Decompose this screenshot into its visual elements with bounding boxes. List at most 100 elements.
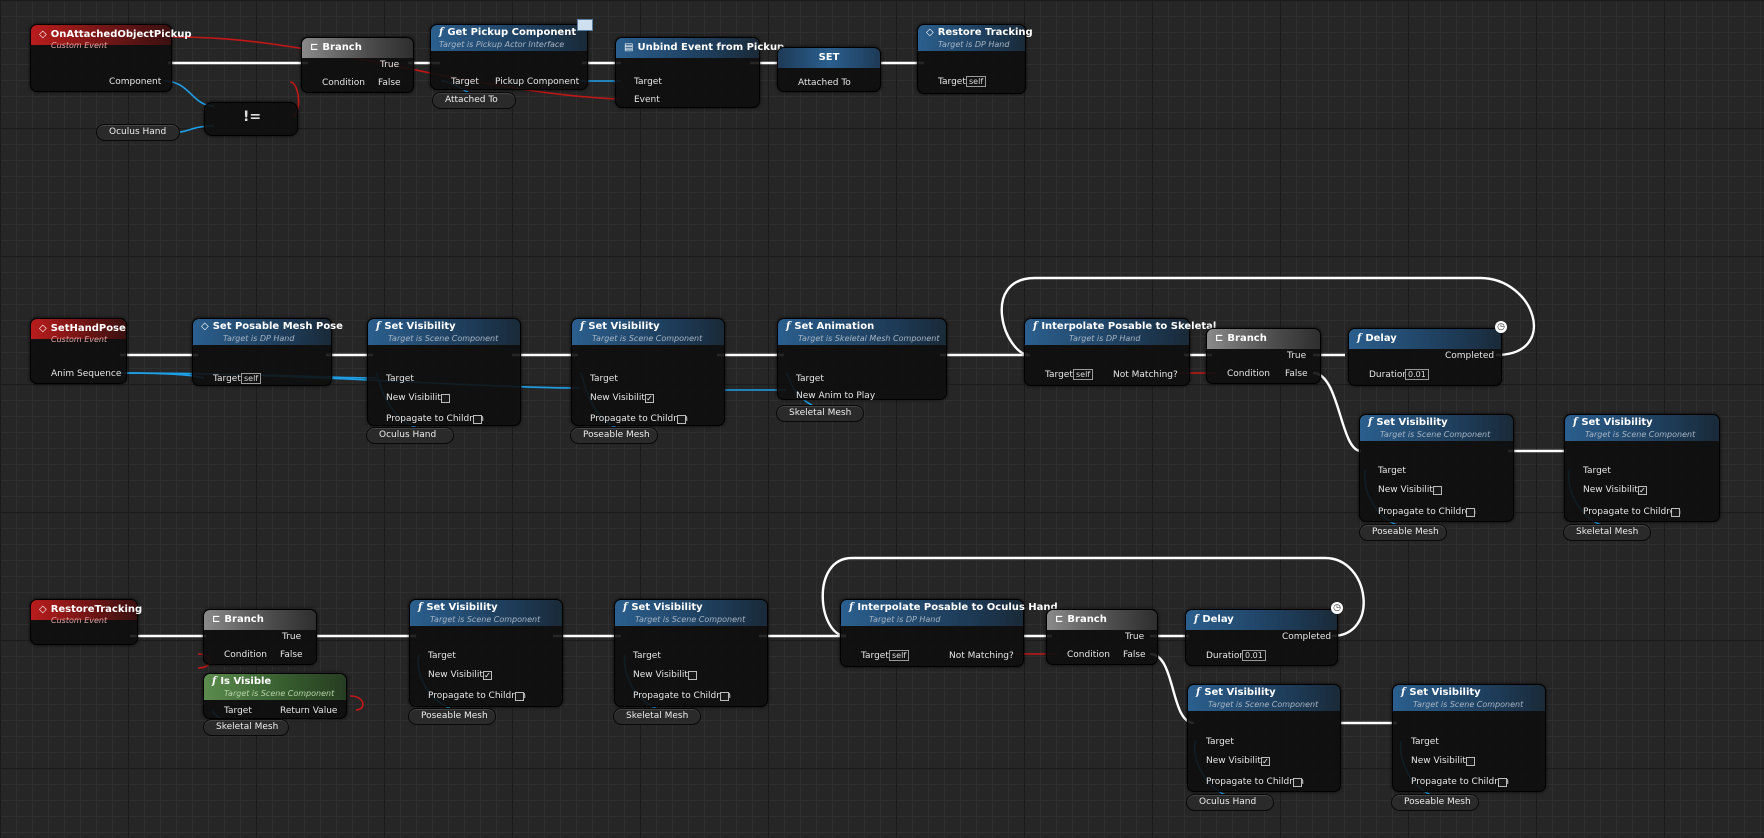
target-pin[interactable]: Target bbox=[451, 77, 479, 87]
duration-pin[interactable]: Duration bbox=[1206, 651, 1246, 661]
completed-pin[interactable]: Completed bbox=[1282, 632, 1332, 642]
new-visibility-pin[interactable]: New Visibility bbox=[428, 670, 489, 680]
set-posable-mesh-pose-node[interactable]: ◇Set Posable Mesh Pose Target is DP Hand… bbox=[192, 318, 343, 386]
propagate-checkbox[interactable] bbox=[1671, 508, 1680, 517]
false-pin[interactable]: False bbox=[280, 650, 303, 660]
target-pin[interactable]: Target bbox=[213, 374, 241, 384]
skeletal-mesh-getter[interactable]: Skeletal Mesh bbox=[776, 405, 864, 422]
component-pin-label[interactable]: Component bbox=[109, 77, 162, 87]
propagate-pin[interactable]: Propagate to Children bbox=[428, 691, 527, 701]
target-pin[interactable]: Target bbox=[386, 374, 414, 384]
attached-to-getter[interactable]: Attached To bbox=[432, 92, 516, 109]
condition-pin[interactable]: Condition bbox=[224, 650, 267, 660]
propagate-checkbox[interactable] bbox=[1466, 508, 1475, 517]
oculus-hand-getter[interactable]: Oculus Hand bbox=[1186, 794, 1274, 811]
set-attached-to-node[interactable]: SET Attached To bbox=[777, 47, 881, 92]
duration-value[interactable]: 0.01 bbox=[1405, 369, 1429, 380]
new-visibility-checkbox[interactable] bbox=[1433, 486, 1442, 495]
condition-pin[interactable]: Condition bbox=[322, 78, 365, 88]
target-pin[interactable]: Target bbox=[428, 651, 456, 661]
sethandpose-event-node[interactable]: ◇SetHandPose Custom Event Anim Sequence bbox=[30, 318, 127, 384]
skeletal-mesh-getter[interactable]: Skeletal Mesh bbox=[203, 719, 289, 736]
new-visibility-pin[interactable]: New Visibility bbox=[1206, 756, 1267, 766]
propagate-pin[interactable]: Propagate to Children bbox=[633, 691, 732, 701]
true-pin[interactable]: True bbox=[282, 632, 302, 642]
poseable-mesh-getter[interactable]: Poseable Mesh bbox=[1391, 794, 1479, 811]
anim-sequence-pin[interactable]: Anim Sequence bbox=[51, 369, 122, 379]
target-pin[interactable]: Target bbox=[1378, 466, 1406, 476]
new-visibility-checkbox[interactable] bbox=[441, 394, 450, 403]
target-pin[interactable]: Target bbox=[634, 77, 662, 87]
propagate-pin[interactable]: Propagate to Children bbox=[386, 414, 485, 424]
return-value-pin[interactable]: Return Value bbox=[280, 706, 338, 716]
false-pin[interactable]: False bbox=[378, 78, 401, 88]
restore-tracking-node[interactable]: ◇Restore Tracking Target is DP Hand Targ… bbox=[917, 24, 1033, 94]
self-tag[interactable]: self bbox=[966, 76, 987, 87]
propagate-pin[interactable]: Propagate to Children bbox=[1411, 777, 1510, 787]
true-pin[interactable]: True bbox=[380, 60, 400, 70]
target-pin[interactable]: Target bbox=[796, 374, 824, 384]
propagate-pin[interactable]: Propagate to Children bbox=[1206, 777, 1305, 787]
onattachedobjectpickup-event-node[interactable]: ◇OnAttachedObjectPickup Custom Event Com… bbox=[30, 24, 192, 92]
target-pin[interactable]: Target bbox=[633, 651, 661, 661]
duration-value[interactable]: 0.01 bbox=[1242, 650, 1266, 661]
new-visibility-pin[interactable]: New Visibility bbox=[1378, 485, 1439, 495]
new-visibility-pin[interactable]: New Visibility bbox=[1583, 485, 1644, 495]
self-tag[interactable]: self bbox=[1073, 369, 1094, 380]
new-visibility-pin[interactable]: New Visibility bbox=[1411, 756, 1472, 766]
poseable-mesh-getter[interactable]: Poseable Mesh bbox=[408, 708, 496, 725]
true-pin[interactable]: True bbox=[1287, 351, 1307, 361]
new-visibility-checkbox[interactable]: ✓ bbox=[1261, 757, 1270, 766]
completed-pin[interactable]: Completed bbox=[1445, 351, 1495, 361]
duration-pin[interactable]: Duration bbox=[1369, 370, 1409, 380]
new-visibility-checkbox[interactable] bbox=[688, 671, 697, 680]
new-visibility-checkbox[interactable] bbox=[1466, 757, 1475, 766]
propagate-checkbox[interactable] bbox=[473, 415, 482, 424]
false-pin[interactable]: False bbox=[1123, 650, 1146, 660]
unbind-event-node[interactable]: ▤Unbind Event from Pickup Target Event bbox=[615, 37, 784, 108]
self-tag[interactable]: self bbox=[889, 650, 910, 661]
new-visibility-checkbox[interactable]: ✓ bbox=[645, 394, 654, 403]
target-pin[interactable]: Target bbox=[224, 706, 252, 716]
branch-node-1[interactable]: ⊏Branch Condition True False bbox=[301, 37, 414, 93]
false-pin[interactable]: False bbox=[1285, 369, 1308, 379]
target-pin[interactable]: Target bbox=[590, 374, 618, 384]
condition-pin[interactable]: Condition bbox=[1227, 369, 1270, 379]
new-visibility-checkbox[interactable]: ✓ bbox=[1638, 486, 1647, 495]
poseable-mesh-getter[interactable]: Poseable Mesh bbox=[570, 427, 658, 444]
propagate-pin[interactable]: Propagate to Children bbox=[590, 414, 689, 424]
new-visibility-pin[interactable]: New Visibility bbox=[386, 393, 447, 403]
target-pin[interactable]: Target bbox=[1206, 737, 1234, 747]
poseable-mesh-getter[interactable]: Poseable Mesh bbox=[1359, 524, 1447, 541]
oculus-hand-getter[interactable]: Oculus Hand bbox=[366, 427, 454, 444]
not-matching-pin[interactable]: Not Matching? bbox=[949, 651, 1014, 661]
target-pin[interactable]: Target bbox=[1411, 737, 1439, 747]
not-equal-node[interactable]: != bbox=[204, 102, 298, 136]
attached-to-pin[interactable]: Attached To bbox=[798, 78, 851, 88]
propagate-checkbox[interactable] bbox=[515, 692, 524, 701]
oculus-hand-getter[interactable]: Oculus Hand bbox=[96, 124, 180, 141]
propagate-checkbox[interactable] bbox=[720, 692, 729, 701]
target-pin[interactable]: Target bbox=[1045, 370, 1073, 380]
new-visibility-pin[interactable]: New Visibility bbox=[590, 393, 651, 403]
target-pin[interactable]: Target bbox=[1583, 466, 1611, 476]
restoretracking-event-node[interactable]: ◇RestoreTracking Custom Event bbox=[30, 599, 142, 645]
branch-node-2[interactable]: ⊏Branch Condition True False bbox=[1206, 328, 1321, 384]
propagate-pin[interactable]: Propagate to Children bbox=[1378, 507, 1477, 517]
propagate-pin[interactable]: Propagate to Children bbox=[1583, 507, 1682, 517]
